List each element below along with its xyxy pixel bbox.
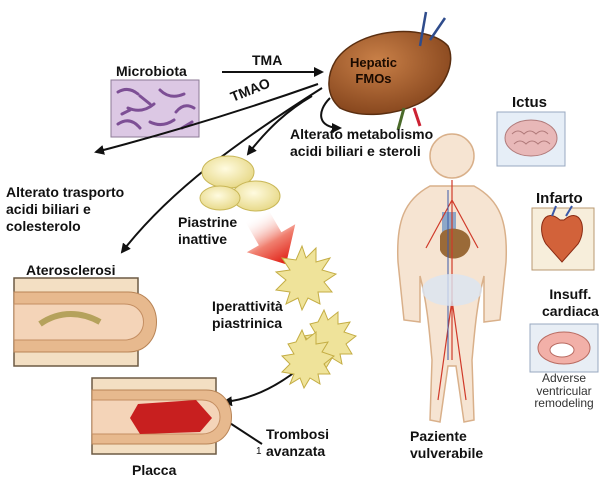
microbiota-label: Microbiota (116, 63, 187, 79)
piastrine-inattive-label: Piastrine inattive (178, 214, 238, 248)
tmao-arrow-platelets (246, 95, 313, 156)
liver-loop-arrow (320, 97, 342, 133)
footnote-mark: 1 (256, 446, 262, 457)
infarto-label: Infarto (536, 190, 583, 207)
adverse-remodeling-label: Adverse ventricular remodeling (534, 371, 594, 411)
inactive-platelets (199, 155, 281, 212)
activated-platelets (274, 244, 358, 390)
hepatic-fmos-label: Hepatic FMOs (350, 55, 397, 86)
atherosclerosis-vessel (13, 277, 157, 367)
activation-arrow (244, 208, 296, 265)
heart-icon (531, 205, 595, 271)
ictus-label: Ictus (512, 94, 548, 111)
placca-label: Placca (132, 462, 177, 478)
bacteria-icon (110, 79, 200, 138)
plaque-vessel (91, 377, 232, 455)
tma-label: TMA (252, 52, 283, 68)
liver-icon (328, 11, 452, 131)
trombosi-label: Trombosi avanzata (266, 426, 330, 460)
insuff-cardiaca-label: Insuff. cardiaca (542, 286, 599, 320)
heart-section-icon (529, 323, 599, 373)
human-body-icon (396, 133, 508, 423)
thrombosis-arrow (222, 367, 301, 407)
alterato-trasporto-label: Alterato trasporto acidi biliari e coles… (6, 184, 125, 235)
brain-icon (496, 111, 566, 167)
aterosclerosi-label: Aterosclerosi (26, 262, 116, 278)
alterato-metabolismo-label: Alterato metabolismo acidi biliari e ste… (290, 126, 434, 160)
iperattivita-label: Iperattività piastrinica (212, 298, 283, 332)
tmao-arrow-transport (94, 83, 319, 155)
paziente-label: Paziente vulverabile (410, 428, 484, 462)
